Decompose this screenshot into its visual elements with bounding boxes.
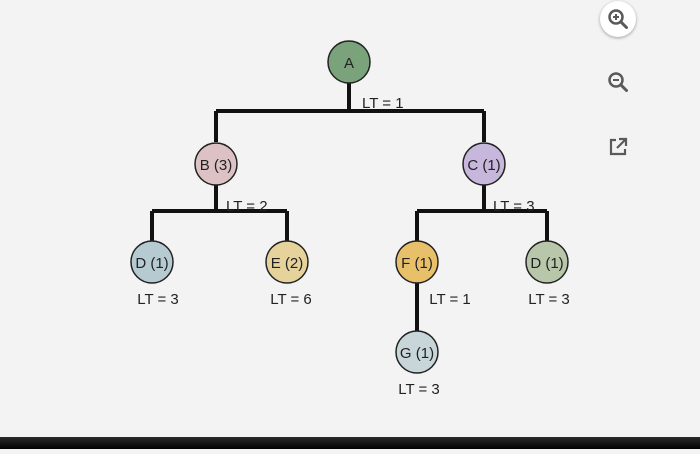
lt-label-g: LT = 3 [398,381,440,398]
connectors [150,82,549,332]
zoom-out-button[interactable] [600,64,636,100]
open-external-icon [609,137,628,156]
lt-label-b: LT = 2 [226,198,268,215]
bottom-edge [0,437,700,449]
node-c-circle [462,142,506,186]
node-c-label: C (1) [467,157,500,174]
node-d-left: D (1) [130,240,174,284]
node-a-label: A [344,55,354,72]
node-g-label: G (1) [400,345,434,362]
zoom-in-button[interactable] [600,1,636,37]
node-b: B (3) [194,142,238,186]
lt-label-d-right: LT = 3 [528,291,570,308]
node-a-circle [327,40,371,84]
node-d-left-circle [130,240,174,284]
node-e-label: E (2) [271,255,304,272]
node-b-label: B (3) [200,157,233,174]
node-d-right-label: D (1) [530,255,563,272]
node-d-right: D (1) [525,240,569,284]
node-f-circle [395,240,439,284]
node-b-circle [194,142,238,186]
node-d-right-circle [525,240,569,284]
lt-label-f: LT = 1 [429,291,471,308]
node-e-circle [265,240,309,284]
node-a: A [327,40,371,84]
node-g: G (1) [395,330,439,374]
node-c: C (1) [462,142,506,186]
lt-label-a: LT = 1 [362,95,404,112]
node-f: F (1) [395,240,439,284]
node-f-label: F (1) [401,255,433,272]
lt-label-c: LT = 3 [493,198,535,215]
node-g-circle [395,330,439,374]
lt-label-e: LT = 6 [270,291,312,308]
open-external-button[interactable] [600,129,636,165]
lt-label-d-left: LT = 3 [137,291,179,308]
node-d-left-label: D (1) [135,255,168,272]
zoom-out-icon [608,72,628,92]
node-e: E (2) [265,240,309,284]
zoom-in-icon [608,9,628,29]
